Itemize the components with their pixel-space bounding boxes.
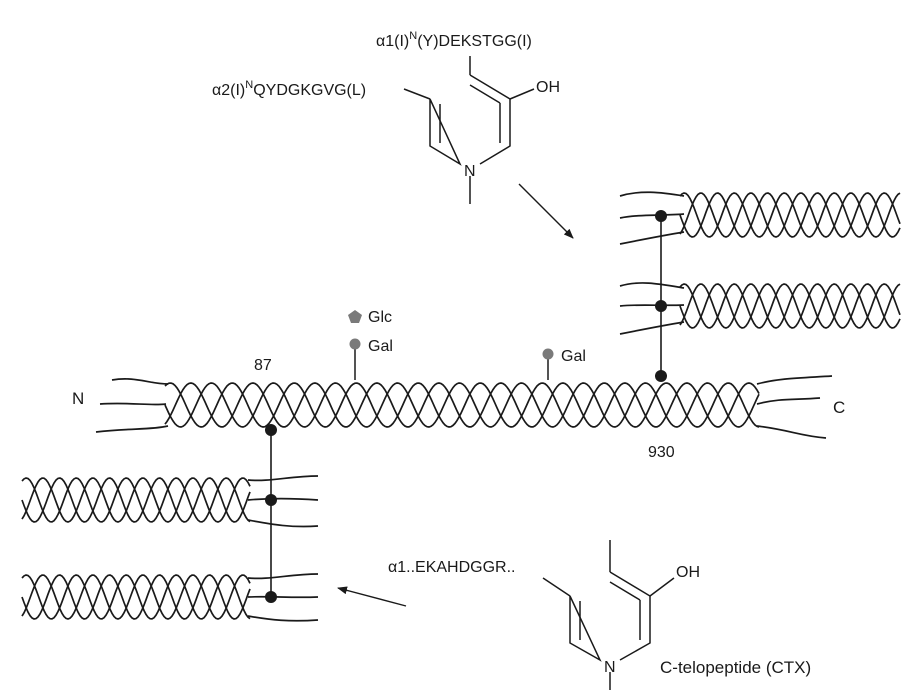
n-label-top: N: [464, 163, 476, 180]
ctx-caption: C-telopeptide (CTX): [660, 658, 811, 677]
ring-double-bonds: [439, 84, 501, 143]
crosslink-dot: [655, 210, 667, 222]
pyridine-ring-bottom: [569, 571, 651, 662]
gal-label-2: Gal: [561, 348, 586, 365]
oh-label-top: OH: [536, 79, 560, 96]
alpha1-label: α1(I)N(Y)DEKSTGG(I): [376, 30, 532, 50]
upper-collagen-helix-1: [619, 191, 901, 245]
ctx-sequence-label: α1..EKAHDGGR..: [388, 559, 516, 576]
alpha2-label: α2(I)NQYDGKGVG(L): [212, 79, 366, 99]
position-930-label: 930: [648, 444, 675, 461]
arrow-bottom: [337, 586, 407, 607]
glycosylation-gal: Gal: [542, 348, 586, 380]
n-terminus-label: N: [72, 389, 84, 408]
galactose-icon: [349, 338, 361, 350]
crosslink-dot: [655, 370, 667, 382]
glycosylation-glc-gal: Glc Gal: [348, 309, 393, 380]
glc-label: Glc: [368, 309, 392, 326]
crosslink-dot: [265, 424, 277, 436]
pyridine-ring: [429, 74, 511, 166]
crosslink-left: [265, 424, 277, 603]
pyridinoline-structure-bottom: α1..EKAHDGGR.. OH N C-telopeptide (CTX): [388, 540, 811, 690]
galactose-icon: [542, 348, 554, 360]
lower-collagen-helix-1: [21, 475, 319, 528]
c-terminus-label: C: [833, 398, 845, 417]
main-collagen-helix: [95, 375, 833, 439]
oh-label-bottom: OH: [676, 564, 700, 581]
arrow-top: [518, 183, 574, 239]
upper-collagen-helix-2: [619, 282, 901, 335]
crosslink-dot: [265, 494, 277, 506]
gal-label-1: Gal: [368, 338, 393, 355]
pyridinoline-structure-top: α1(I)N(Y)DEKSTGG(I) α2(I)NQYDGKGVG(L) OH…: [212, 30, 560, 204]
crosslink-dot: [655, 300, 667, 312]
crosslink-right: [655, 210, 667, 382]
crosslink-dot: [265, 591, 277, 603]
lower-collagen-helix-2: [21, 573, 319, 622]
glucose-icon: [348, 310, 362, 323]
n-label-bottom: N: [604, 659, 616, 676]
position-87-label: 87: [254, 357, 272, 374]
